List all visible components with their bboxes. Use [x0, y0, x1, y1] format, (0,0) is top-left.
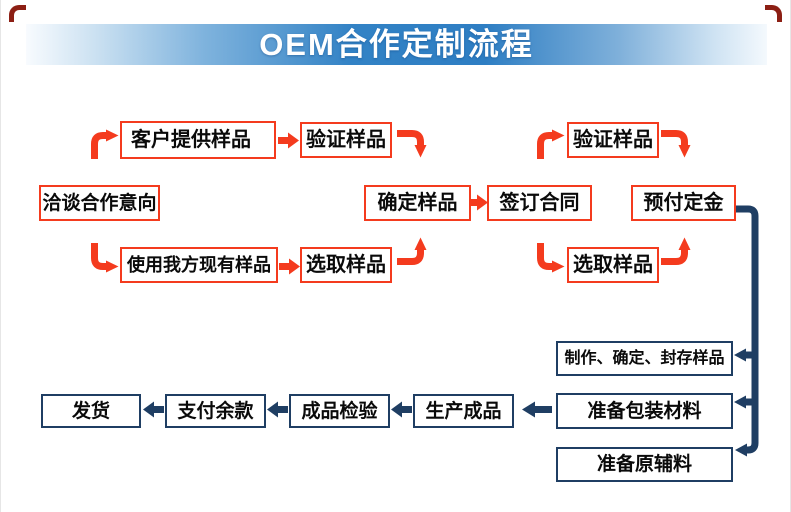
flow-box-ship: 发货 [41, 394, 141, 428]
arrow-right-up-icon [397, 237, 427, 265]
flow-box-pay-balance: 支付余款 [165, 394, 266, 428]
arrow-down-right-icon [537, 243, 565, 273]
flow-box-label: 准备包装材料 [587, 400, 702, 422]
arrow-left-icon [391, 401, 412, 418]
flow-box-use-our-sample: 使用我方现有样品 [120, 247, 278, 283]
flow-box-label: 成品检验 [301, 400, 378, 422]
flow-box-label: 使用我方现有样品 [127, 255, 271, 275]
flow-box-label: 发货 [71, 400, 110, 422]
flow-box-verify-sample-right: 验证样品 [567, 122, 659, 158]
arrow-left-icon [143, 401, 164, 418]
arrow-right-up-icon [661, 237, 691, 265]
arrow-up-right-icon [537, 129, 565, 159]
title-banner: OEM合作定制流程 [26, 24, 767, 65]
flow-box-label: 验证样品 [573, 129, 653, 151]
flow-box-label: 准备原辅料 [596, 454, 692, 475]
corner-mark-right [765, 5, 782, 22]
flow-box-label: 支付余款 [177, 400, 254, 422]
flow-box-label: 验证样品 [306, 129, 386, 151]
flow-box-label: 制作、确定、封存样品 [564, 349, 725, 367]
flow-box-label: 预付定金 [643, 192, 724, 214]
arrow-right-icon [469, 194, 488, 211]
arrow-right-down-icon [661, 130, 691, 158]
page-title: OEM合作定制流程 [259, 27, 534, 62]
flow-box-customer-sample: 客户提供样品 [120, 121, 276, 159]
flow-box-label: 签订合同 [499, 192, 580, 214]
corner-mark-left [9, 5, 26, 22]
connector-elbow-icon [734, 205, 759, 457]
flow-box-label: 选取样品 [573, 254, 653, 276]
arrow-right-icon [279, 258, 300, 275]
flow-box-select-sample-left: 选取样品 [300, 247, 392, 283]
arrow-up-right-icon [91, 129, 119, 159]
flow-box-label: 客户提供样品 [131, 129, 251, 151]
arrow-right-down-icon [397, 130, 427, 158]
flow-box-label: 洽谈合作意向 [42, 192, 157, 214]
flow-box-label: 确定样品 [377, 192, 458, 214]
flow-box-prepare-packaging: 准备包装材料 [556, 393, 733, 429]
arrow-down-right-icon [91, 243, 119, 273]
flow-box-inspect: 成品检验 [289, 394, 390, 428]
flow-box-label: 生产成品 [425, 400, 502, 422]
flow-box-sign-contract: 签订合同 [487, 185, 592, 221]
flow-box-verify-sample-left: 验证样品 [300, 122, 392, 158]
flow-box-produce: 生产成品 [413, 394, 514, 428]
flow-box-negotiate: 洽谈合作意向 [39, 185, 160, 221]
flow-box-make-confirm-seal: 制作、确定、封存样品 [556, 341, 733, 376]
arrow-left-icon [522, 401, 552, 418]
flow-box-prepay-deposit: 预付定金 [631, 185, 736, 221]
flow-box-select-sample-right: 选取样品 [567, 247, 659, 283]
flow-box-confirm-sample: 确定样品 [364, 185, 471, 221]
flow-box-prepare-raw: 准备原辅料 [556, 447, 733, 482]
arrow-left-icon [267, 401, 288, 418]
arrow-right-icon [278, 132, 299, 149]
flow-box-label: 选取样品 [306, 254, 386, 276]
